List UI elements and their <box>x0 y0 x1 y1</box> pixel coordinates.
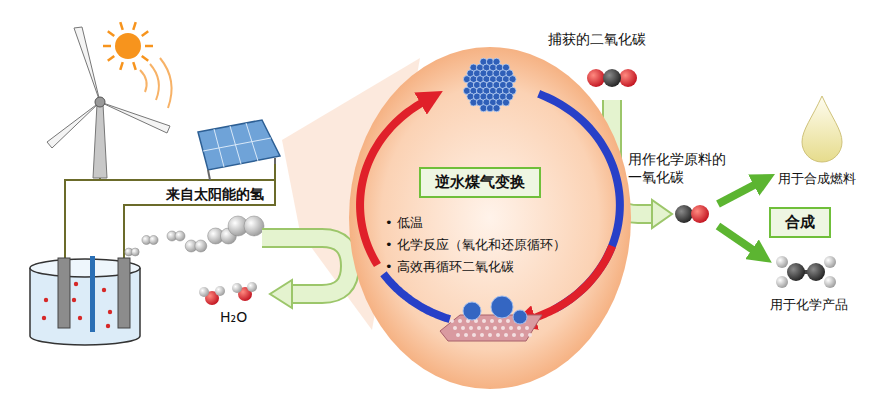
box-label: 合成 <box>785 213 815 232</box>
electrolysis-tank <box>30 256 140 345</box>
co-molecule <box>675 205 709 223</box>
fuel-droplet <box>802 96 842 162</box>
cycle-arrow <box>539 94 620 309</box>
text-label: 来自太阳能的氢 <box>166 185 264 203</box>
cycle-ellipse: • 低温 • 化学反应（氧化和还原循环） • 高效再循环二氧化碳 逆水煤气变换 <box>348 46 632 390</box>
box-label: 逆水煤气变换 <box>435 173 525 192</box>
ethylene-molecule <box>776 256 836 288</box>
bullet-item: • 低温 <box>385 214 423 232</box>
process-box: 逆水煤气变换 <box>419 167 541 198</box>
water-molecule <box>199 282 257 305</box>
bullet-item: • 化学反应（氧化和还原循环） <box>385 236 566 254</box>
text-label: 用于合成燃料 <box>778 170 856 188</box>
catalyst-particle <box>463 58 516 112</box>
text-label: 用于化学产品 <box>770 296 848 314</box>
product-arrow <box>718 183 758 252</box>
sun-icon <box>103 22 153 70</box>
flow-arrow <box>262 238 350 308</box>
wind-turbine <box>47 27 170 178</box>
solar-panel <box>198 120 280 180</box>
text-label: 捕获的二氧化碳 <box>548 30 646 48</box>
text-label: H₂O <box>220 308 247 326</box>
cycle-arrow <box>384 274 450 319</box>
bullet-item: • 高效再循环二氧化碳 <box>385 258 514 276</box>
hydrogen-molecules <box>125 216 264 256</box>
process-box: 合成 <box>769 207 831 238</box>
text-label: 用作化学原料的 一氧化碳 <box>628 150 750 186</box>
co2-molecule <box>587 69 637 87</box>
radiation-arcs <box>140 58 172 108</box>
cycle-arrow <box>530 246 612 319</box>
catalyst-support <box>440 296 542 341</box>
